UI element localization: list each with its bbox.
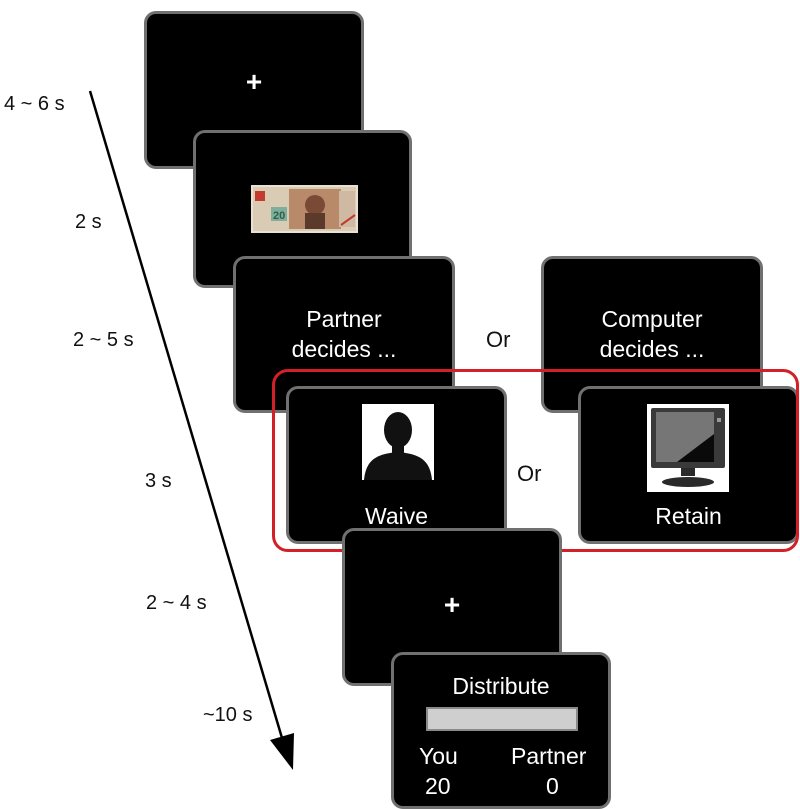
duration-label-distribute: ~10 s [203, 704, 253, 726]
partner-decides-text: Partner decides ... [291, 306, 397, 362]
you-label: You [419, 743, 458, 769]
or-label-bottom: Or [517, 461, 542, 486]
you-value: 20 [425, 773, 451, 799]
duration-label-money: 2 s [75, 211, 102, 233]
fixation-cross: + [245, 66, 263, 97]
distribute-screen: Distribute You 20 Partner 0 [391, 652, 611, 809]
duration-label-choice: 3 s [145, 470, 172, 492]
fixation-cross-2: + [443, 589, 461, 620]
duration-label-fixation: 4 ~ 6 s [4, 93, 65, 115]
partner-label: Partner [511, 743, 587, 769]
retain-screen: Retain [578, 386, 799, 544]
duration-label-decider: 2 ~ 5 s [73, 329, 134, 351]
svg-text:20: 20 [273, 210, 285, 222]
partner-value: 0 [546, 773, 559, 799]
waive-screen: Waive [286, 386, 507, 544]
retain-label: Retain [655, 503, 722, 529]
person-silhouette-icon [362, 404, 434, 480]
choice-highlight-frame [272, 369, 799, 552]
or-label-top: Or [486, 327, 511, 352]
computer-decides-text: Computer decides ... [599, 306, 705, 362]
waive-label: Waive [364, 503, 429, 529]
distribute-title: Distribute [452, 673, 550, 699]
distribute-bar[interactable] [426, 707, 578, 731]
banknote-image: 20 [251, 185, 358, 233]
duration-label-fixation-2: 2 ~ 4 s [146, 592, 207, 614]
computer-monitor-icon [647, 404, 729, 492]
